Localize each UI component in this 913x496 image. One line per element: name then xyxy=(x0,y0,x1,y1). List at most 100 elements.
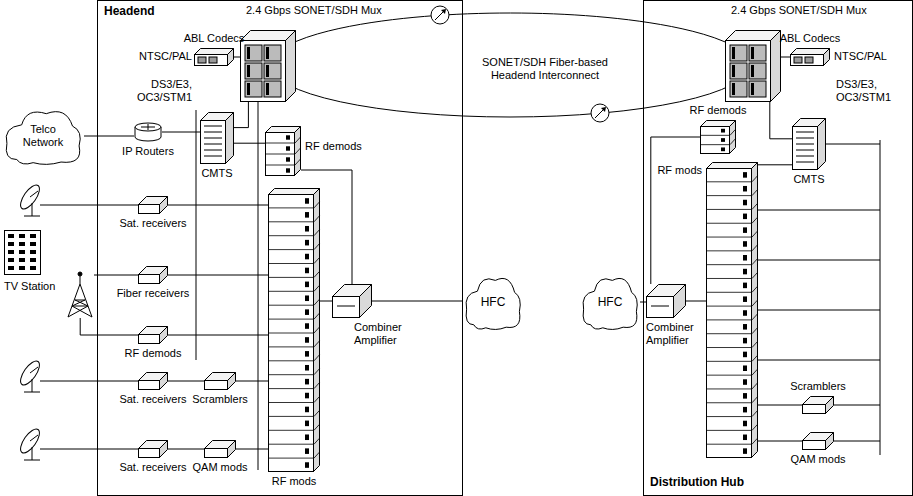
codec-unit-icon xyxy=(194,48,234,66)
node-label: CMTS xyxy=(201,167,232,180)
rack-unit-line xyxy=(707,333,753,334)
bus-wire xyxy=(834,405,880,406)
signal-wire xyxy=(40,449,138,450)
rack-front xyxy=(701,127,730,154)
router-arrows xyxy=(141,124,155,130)
network-cloud: HFC xyxy=(463,272,523,332)
rack-unit-line xyxy=(269,333,315,334)
site-panel: 2.4 Gbps SONET/SDH MuxABL CodecsRF demod… xyxy=(643,0,913,496)
receiver-front xyxy=(139,449,160,458)
rack-unit-knob xyxy=(721,147,725,151)
rack-unit-line xyxy=(707,375,753,376)
rack-unit-knob xyxy=(743,310,747,316)
rack-unit-line xyxy=(269,319,315,320)
rack-unit-line xyxy=(269,263,315,264)
rack-unit-line xyxy=(701,135,731,136)
rack-unit-knob xyxy=(743,407,747,413)
equipment-rack: RF mods xyxy=(706,162,758,458)
combiner-amplifier: Combiner Amplifier xyxy=(646,284,686,318)
dish-bowl xyxy=(17,358,43,388)
cmts-slot xyxy=(204,144,222,145)
receiver-front xyxy=(205,449,228,458)
amplifier-arrowhead xyxy=(441,9,446,14)
dish-bowl xyxy=(17,182,43,212)
mux-card xyxy=(730,45,747,61)
scrambler-unit: Scramblers xyxy=(802,396,834,414)
receiver-side xyxy=(228,441,236,458)
building-window xyxy=(30,234,36,238)
rack-unit-line xyxy=(266,143,296,144)
cmts-slot xyxy=(204,150,222,151)
signal-connector xyxy=(758,441,802,442)
receiver-unit-icon xyxy=(138,196,168,214)
mux-card-slot xyxy=(266,83,269,95)
node-label: ABL Codecs xyxy=(184,32,245,45)
tv-station-icon xyxy=(2,228,94,318)
mux-card xyxy=(245,63,262,79)
cmts-front xyxy=(201,121,226,164)
receiver-unit: Sat. receivers xyxy=(138,440,168,458)
signal-connector xyxy=(372,301,463,302)
bus-wire xyxy=(196,110,197,360)
network-cloud: HFC xyxy=(580,272,640,332)
mux-card-slot xyxy=(732,47,735,59)
dish-base xyxy=(24,460,40,461)
node-label: Sat. receivers xyxy=(119,217,186,230)
signal-connector xyxy=(320,301,332,302)
rack-unit-line xyxy=(752,342,758,348)
rack-unit-line xyxy=(314,424,320,430)
rack-unit-line xyxy=(314,452,320,458)
equipment-rack-icon xyxy=(268,188,320,472)
node-label: 2.4 Gbps SONET/SDH Mux xyxy=(246,4,382,17)
rack-unit-line xyxy=(295,137,301,143)
equipment-rack: RF demods xyxy=(265,126,301,176)
building-window xyxy=(8,234,14,238)
rack-unit-knob xyxy=(721,138,725,142)
tv-station: TV Station xyxy=(2,228,94,318)
mux-card xyxy=(264,45,281,61)
cmts-slot xyxy=(796,150,814,151)
receiver-front xyxy=(139,275,160,284)
rack-unit-line xyxy=(752,328,758,334)
rack-unit-line xyxy=(314,244,320,250)
rack-unit-line xyxy=(730,129,736,135)
amplifier-circle xyxy=(591,104,609,122)
mux-card-slot xyxy=(247,83,250,95)
codec-side xyxy=(228,49,234,66)
codec-front xyxy=(195,55,228,66)
combiner-amplifier-icon xyxy=(332,284,372,318)
mux-card xyxy=(245,45,262,61)
satellite-dish xyxy=(17,426,138,460)
cloud-outline xyxy=(583,278,637,329)
rack-unit-line xyxy=(314,285,320,291)
node-label: TV Station xyxy=(4,280,55,293)
dish-feed xyxy=(30,367,38,373)
equipment-rack-icon xyxy=(700,120,736,154)
signal-connector xyxy=(94,275,138,276)
signal-connector xyxy=(80,318,138,335)
rack-unit-line xyxy=(752,369,758,375)
node-label: Sat. receivers xyxy=(119,393,186,406)
signal-connector xyxy=(236,381,268,382)
mux-card-slot xyxy=(266,47,269,59)
equipment-rack-icon xyxy=(265,126,301,176)
cmts-side xyxy=(226,113,234,164)
building-window xyxy=(30,250,36,254)
scrambler-unit-icon xyxy=(802,396,834,414)
rack-unit-knob xyxy=(305,254,309,260)
rack-unit-line xyxy=(266,154,296,155)
rack-unit-line xyxy=(707,278,753,279)
receiver-front xyxy=(139,381,160,390)
amplifier-circle xyxy=(431,6,449,24)
rack-unit-knob xyxy=(305,282,309,288)
rack-unit-line xyxy=(752,411,758,417)
rack-unit-knob xyxy=(743,255,747,261)
signal-connector xyxy=(168,205,268,206)
bus-wire xyxy=(758,310,880,311)
mux-card xyxy=(264,81,281,97)
cmts-unit-icon xyxy=(200,112,234,164)
rack-unit-line xyxy=(752,272,758,278)
rack-unit-line xyxy=(314,313,320,319)
modulator-unit-icon xyxy=(802,432,834,450)
